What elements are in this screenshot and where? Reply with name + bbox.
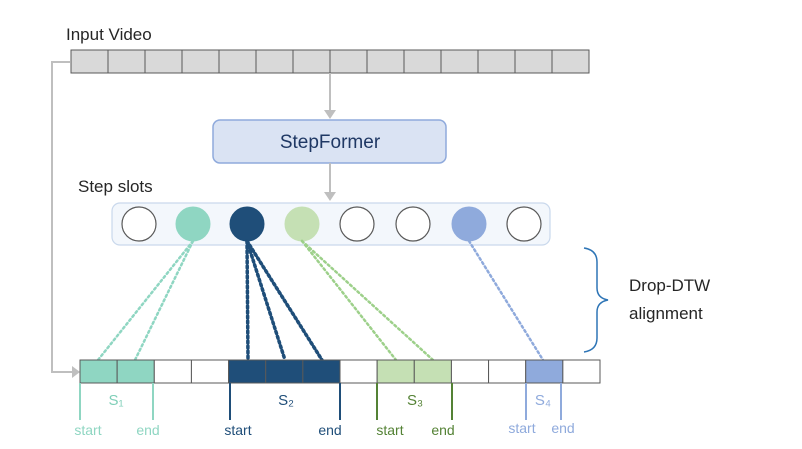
output-frame-s1: [116, 359, 155, 384]
slot-8: [506, 206, 542, 242]
input-frame: [477, 49, 516, 74]
s4-alignment-line: [467, 239, 545, 362]
alignment-label-line1: Drop-DTW: [629, 276, 710, 295]
s3-start-label: start: [376, 422, 403, 438]
s3-alignment-line: [300, 239, 435, 362]
output-frame: [190, 359, 230, 384]
output-frame-s3: [413, 359, 452, 384]
input-video-label: Input Video: [66, 25, 152, 44]
s2-label: S₂: [278, 392, 294, 409]
s2-alignment-line: [245, 239, 324, 362]
s4-label: S₄: [535, 392, 551, 409]
output-frame: [339, 359, 378, 384]
input-frame: [255, 49, 294, 74]
s2-alignment-line: [245, 239, 287, 362]
output-frame: [562, 359, 601, 384]
input-frame: [366, 49, 405, 74]
input-to-model-arrowhead: [324, 110, 336, 119]
slot-6: [395, 206, 431, 242]
input-frame: [514, 49, 553, 74]
output-frames: [79, 359, 601, 384]
input-frame: [403, 49, 442, 74]
input-frame: [440, 49, 479, 74]
slot-7-s4: [451, 206, 487, 242]
alignment-label-line2: alignment: [629, 304, 703, 323]
input-frame: [144, 49, 183, 74]
output-frame-s4: [525, 359, 564, 384]
input-frame: [181, 49, 220, 74]
input-frame: [70, 49, 109, 74]
slot-5: [339, 206, 375, 242]
step-slots-label: Step slots: [78, 177, 153, 196]
s3-label: S₃: [407, 392, 423, 409]
output-frame-s2: [228, 359, 267, 384]
s1-start-label: start: [74, 422, 101, 438]
s4-end-label: end: [551, 420, 574, 436]
s1-label: S₁: [108, 392, 123, 409]
output-frame-s3: [376, 359, 415, 384]
s4-start-label: start: [508, 420, 535, 436]
s1-end-label: end: [136, 422, 159, 438]
output-frame-s2: [265, 359, 304, 384]
slot-1: [121, 206, 157, 242]
step-slots: [121, 206, 542, 242]
slot-3-s2: [229, 206, 265, 242]
input-to-output-arrow: [51, 61, 72, 373]
input-frame: [107, 49, 146, 74]
s3-end-label: end: [431, 422, 454, 438]
input-frame: [551, 49, 590, 74]
alignment-brace: [583, 247, 609, 353]
stepformer-label: StepFormer: [280, 132, 381, 153]
input-to-output-arrowhead: [72, 366, 80, 378]
s1-alignment-line: [96, 239, 195, 362]
slot-4-s3: [284, 206, 320, 242]
input-frame: [292, 49, 331, 74]
s2-end-label: end: [318, 422, 341, 438]
input-frame: [218, 49, 257, 74]
s3-alignment-line: [300, 239, 398, 362]
input-video-frames: [70, 49, 590, 74]
segment-boundaries: [79, 383, 562, 420]
s2-start-label: start: [224, 422, 251, 438]
output-frame: [450, 359, 490, 384]
output-frame: [488, 359, 527, 384]
input-frame: [329, 49, 368, 74]
step-slots-container: [111, 202, 551, 246]
alignment-lines: [96, 239, 545, 362]
s2-alignment-line: [245, 239, 250, 362]
model-to-slots-arrowhead: [324, 192, 336, 201]
output-frame-s2: [302, 359, 341, 384]
slot-2-s1: [175, 206, 211, 242]
output-frame-s1: [79, 359, 118, 384]
s1-alignment-line: [133, 239, 195, 362]
output-frame: [153, 359, 192, 384]
